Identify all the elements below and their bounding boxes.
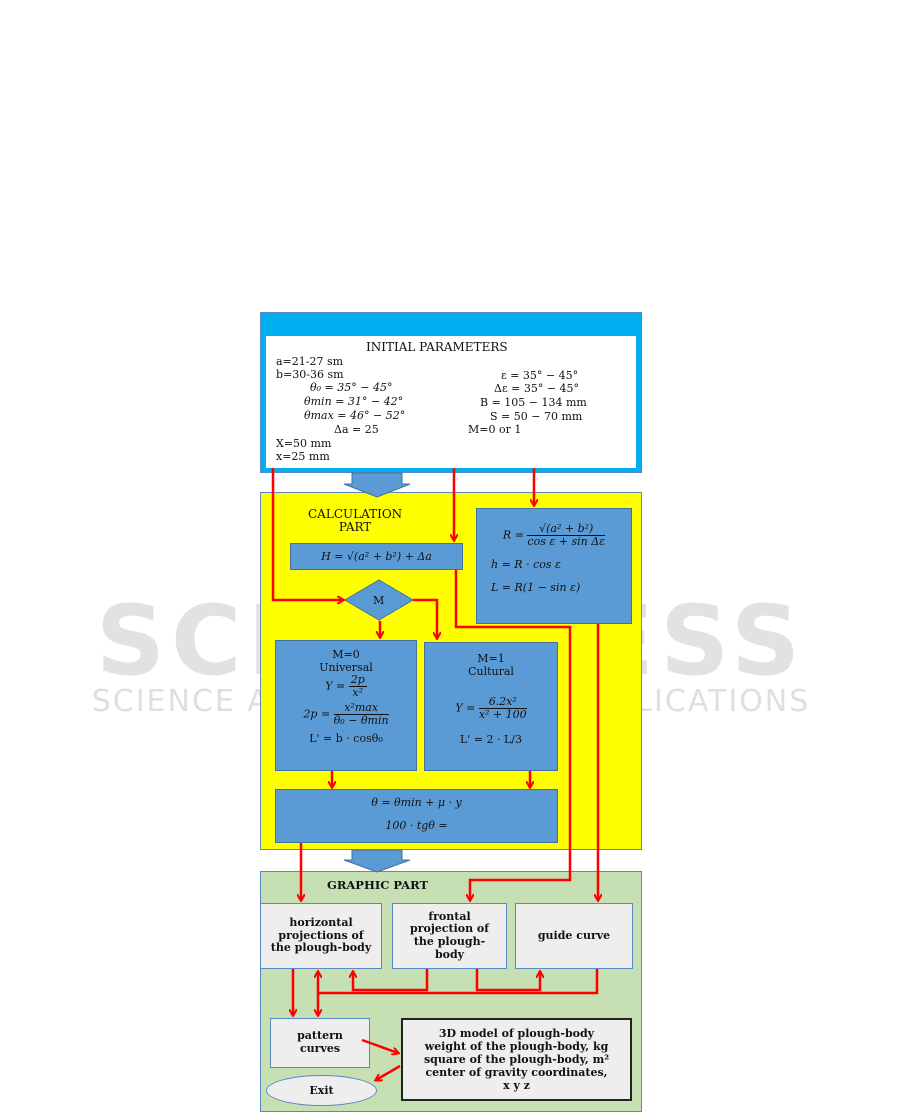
theta-formula: θ = θmin + μ · y [371,796,462,809]
param-theta-max: θmax = 46° − 52° [304,409,406,422]
param-eps: ε = 35° − 45° [501,369,579,382]
calc-title-line2: PART [338,520,372,534]
guide-curve-label: guide curve [537,928,611,942]
m0-title: M=0 [332,648,360,661]
theta-box: θ = θmin + μ · y 100 · tgθ = [275,789,558,843]
big-flow-arrow-2 [343,849,411,873]
param-x: x=25 mm [276,450,330,463]
decision-diamond [344,579,414,621]
m1-title: M=1 [477,652,505,665]
initial-parameters-title: INITIAL PARAMETERS [366,340,508,354]
param-a: a=21-27 sm [276,355,344,368]
horizontal-projection-label: horizontal projections of the plough-bod… [270,916,372,955]
param-M: M=0 or 1 [468,423,522,436]
exit-terminal: Exit [266,1075,377,1106]
r-formula: R = √(a² + b²)cos ε + sin Δε [502,522,606,549]
exit-label: Exit [309,1084,334,1097]
m1-lprime-formula: L' = 2 · L/3 [459,733,523,747]
l-formula: L = R(1 − sin ε) [491,581,581,595]
r-formula-box: R = √(a² + b²)cos ε + sin Δε h = R · cos… [476,508,632,624]
model-line-1: 3D model of plough-body [438,1027,595,1040]
param-S: S = 50 − 70 mm [490,410,583,423]
3d-model-box: 3D model of plough-body weight of the pl… [401,1018,632,1101]
h-small-formula: h = R · cos ε [491,558,561,572]
frontal-projection-box: frontal projection of the plough-body [392,903,507,969]
initial-parameters-box: INITIAL PARAMETERS a=21-27 sm b=30-36 sm… [266,336,636,468]
model-line-2: weight of the plough-body, kg [424,1040,609,1053]
param-b: b=30-36 sm [276,368,344,381]
pattern-curves-box: pattern curves [270,1018,370,1068]
frontal-projection-label: frontal projection of the plough-body [410,909,489,961]
pattern-curves-label: pattern curves [297,1029,343,1055]
m0-subtitle: Universal [319,661,373,674]
param-B: B = 105 − 134 mm [480,396,587,409]
model-line-5: x y z [503,1079,530,1092]
h-formula-box: H = √(a² + b²) + Δa [290,543,463,570]
model-line-4: center of gravity coordinates, [425,1066,608,1079]
m1-subtitle: Cultural [468,665,514,678]
graphic-part-title: GRAPHIC PART [327,878,428,892]
horizontal-projection-box: horizontal projections of the plough-bod… [260,903,382,969]
param-delta-eps: Δε = 35° − 45° [494,382,580,395]
tg-formula: 100 · tgθ = [385,819,448,832]
param-delta-a: Δa = 25 [334,423,379,436]
h-formula: H = √(a² + b²) + Δa [321,550,432,563]
model-line-3: square of the plough-body, m² [423,1053,610,1066]
calculation-part-title: CALCULATION PART [308,508,402,534]
param-theta0: θ₀ = 35° − 45° [310,381,393,394]
decision-label: M [373,594,385,607]
param-theta-min: θmin = 31° − 42° [304,395,404,408]
m0-lprime-formula: L' = b · cosθ₀ [309,732,383,746]
param-X: X=50 mm [276,437,332,450]
guide-curve-box: guide curve [515,903,633,969]
